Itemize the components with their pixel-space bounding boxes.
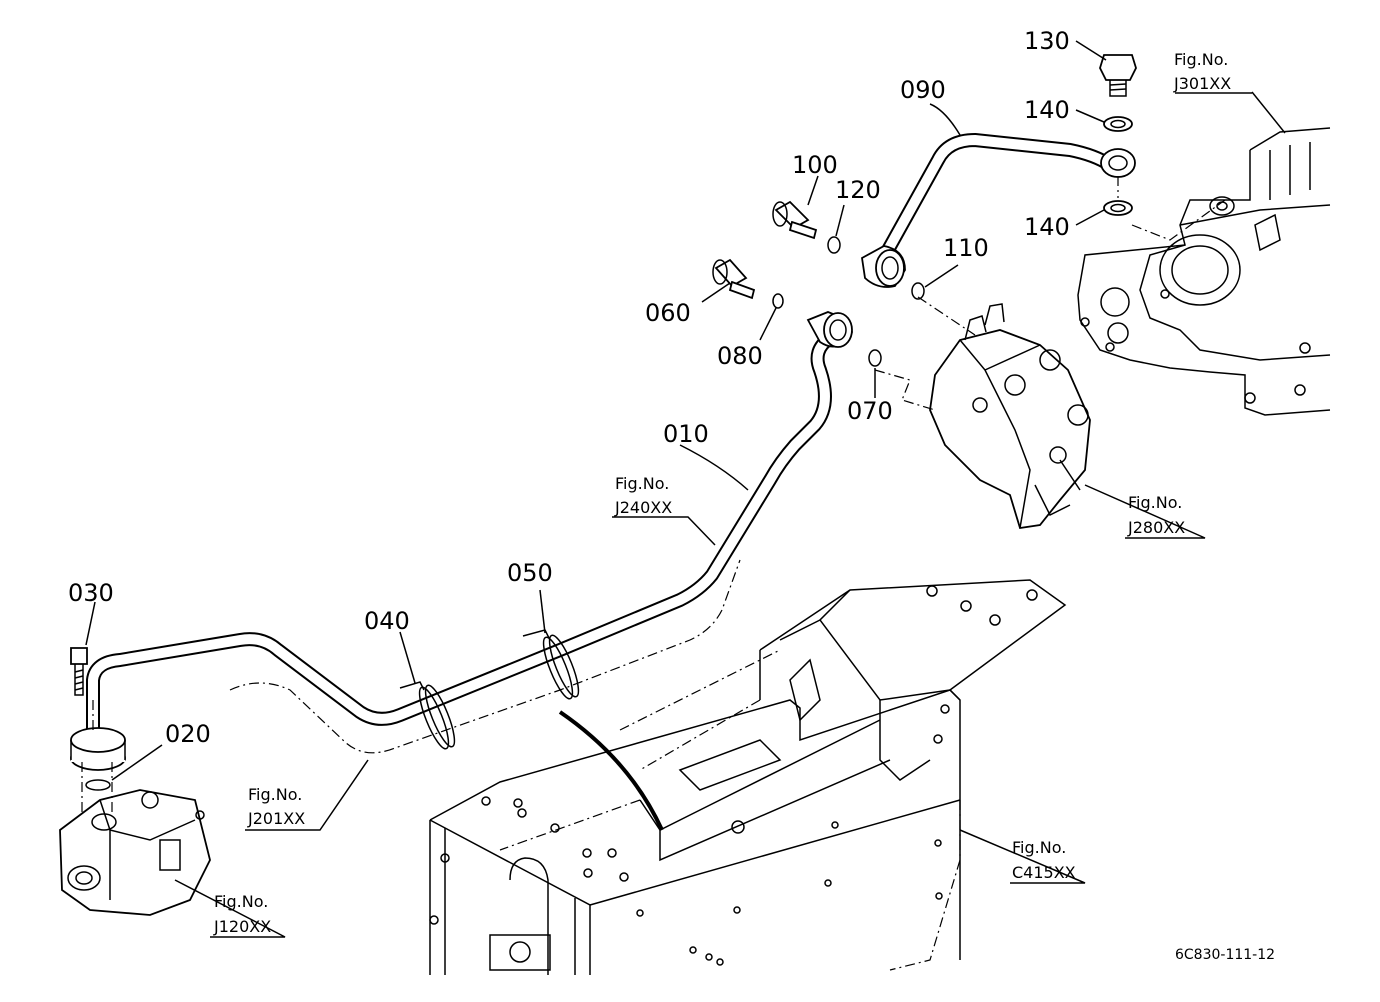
part-number: 120	[835, 176, 881, 204]
pipe-010	[86, 331, 837, 754]
clamp-040	[399, 681, 456, 750]
fig-ref-code: J280XX	[1127, 518, 1185, 537]
hose-curve	[558, 710, 664, 831]
banjo-fitting-010	[806, 311, 854, 348]
fig-ref-prefix: Fig.No.	[214, 892, 268, 911]
fig-ref-prefix: Fig.No.	[1174, 50, 1228, 69]
fig-ref-code: J240XX	[614, 498, 672, 517]
hydraulic-pump	[59, 789, 211, 916]
part-number-labels: 010 020 030 040 050 060 070 080 090 100 …	[68, 27, 1070, 748]
part-number: 080	[717, 342, 763, 370]
figure-reference-labels: Fig.No. J301XX Fig.No. J240XX Fig.No. J2…	[213, 50, 1231, 936]
fig-ref-prefix: Fig.No.	[248, 785, 302, 804]
part-number: 020	[165, 720, 211, 748]
part-number: 140	[1024, 213, 1070, 241]
bolt-030	[70, 647, 88, 696]
part-number: 010	[663, 420, 709, 448]
banjo-bolt-100	[772, 200, 925, 300]
leader-lines	[85, 40, 1286, 938]
fig-ref-code: J301XX	[1173, 74, 1231, 93]
part-number: 060	[645, 299, 691, 327]
part-number: 110	[943, 234, 989, 262]
banjo-bolt-060	[712, 258, 882, 367]
bolt-130	[1099, 54, 1137, 216]
part-number: 140	[1024, 96, 1070, 124]
transmission-housing	[1077, 127, 1331, 416]
fig-ref-prefix: Fig.No.	[615, 474, 669, 493]
part-number: 100	[792, 151, 838, 179]
part-number: 090	[900, 76, 946, 104]
fig-ref-code: J201XX	[247, 809, 305, 828]
control-valve	[874, 296, 1091, 530]
fig-ref-code: J120XX	[213, 917, 271, 936]
document-code: 6C830-111-12	[1175, 947, 1275, 963]
part-number: 070	[847, 397, 893, 425]
flange-block	[70, 700, 126, 812]
pipe-090	[861, 133, 1136, 288]
tractor-frame	[429, 579, 1067, 975]
part-number: 130	[1024, 27, 1070, 55]
fig-ref-code: C415XX	[1012, 863, 1076, 882]
part-number: 040	[364, 607, 410, 635]
part-number: 030	[68, 579, 114, 607]
fig-ref-prefix: Fig.No.	[1128, 493, 1182, 512]
fig-ref-prefix: Fig.No.	[1012, 838, 1066, 857]
part-number: 050	[507, 559, 553, 587]
